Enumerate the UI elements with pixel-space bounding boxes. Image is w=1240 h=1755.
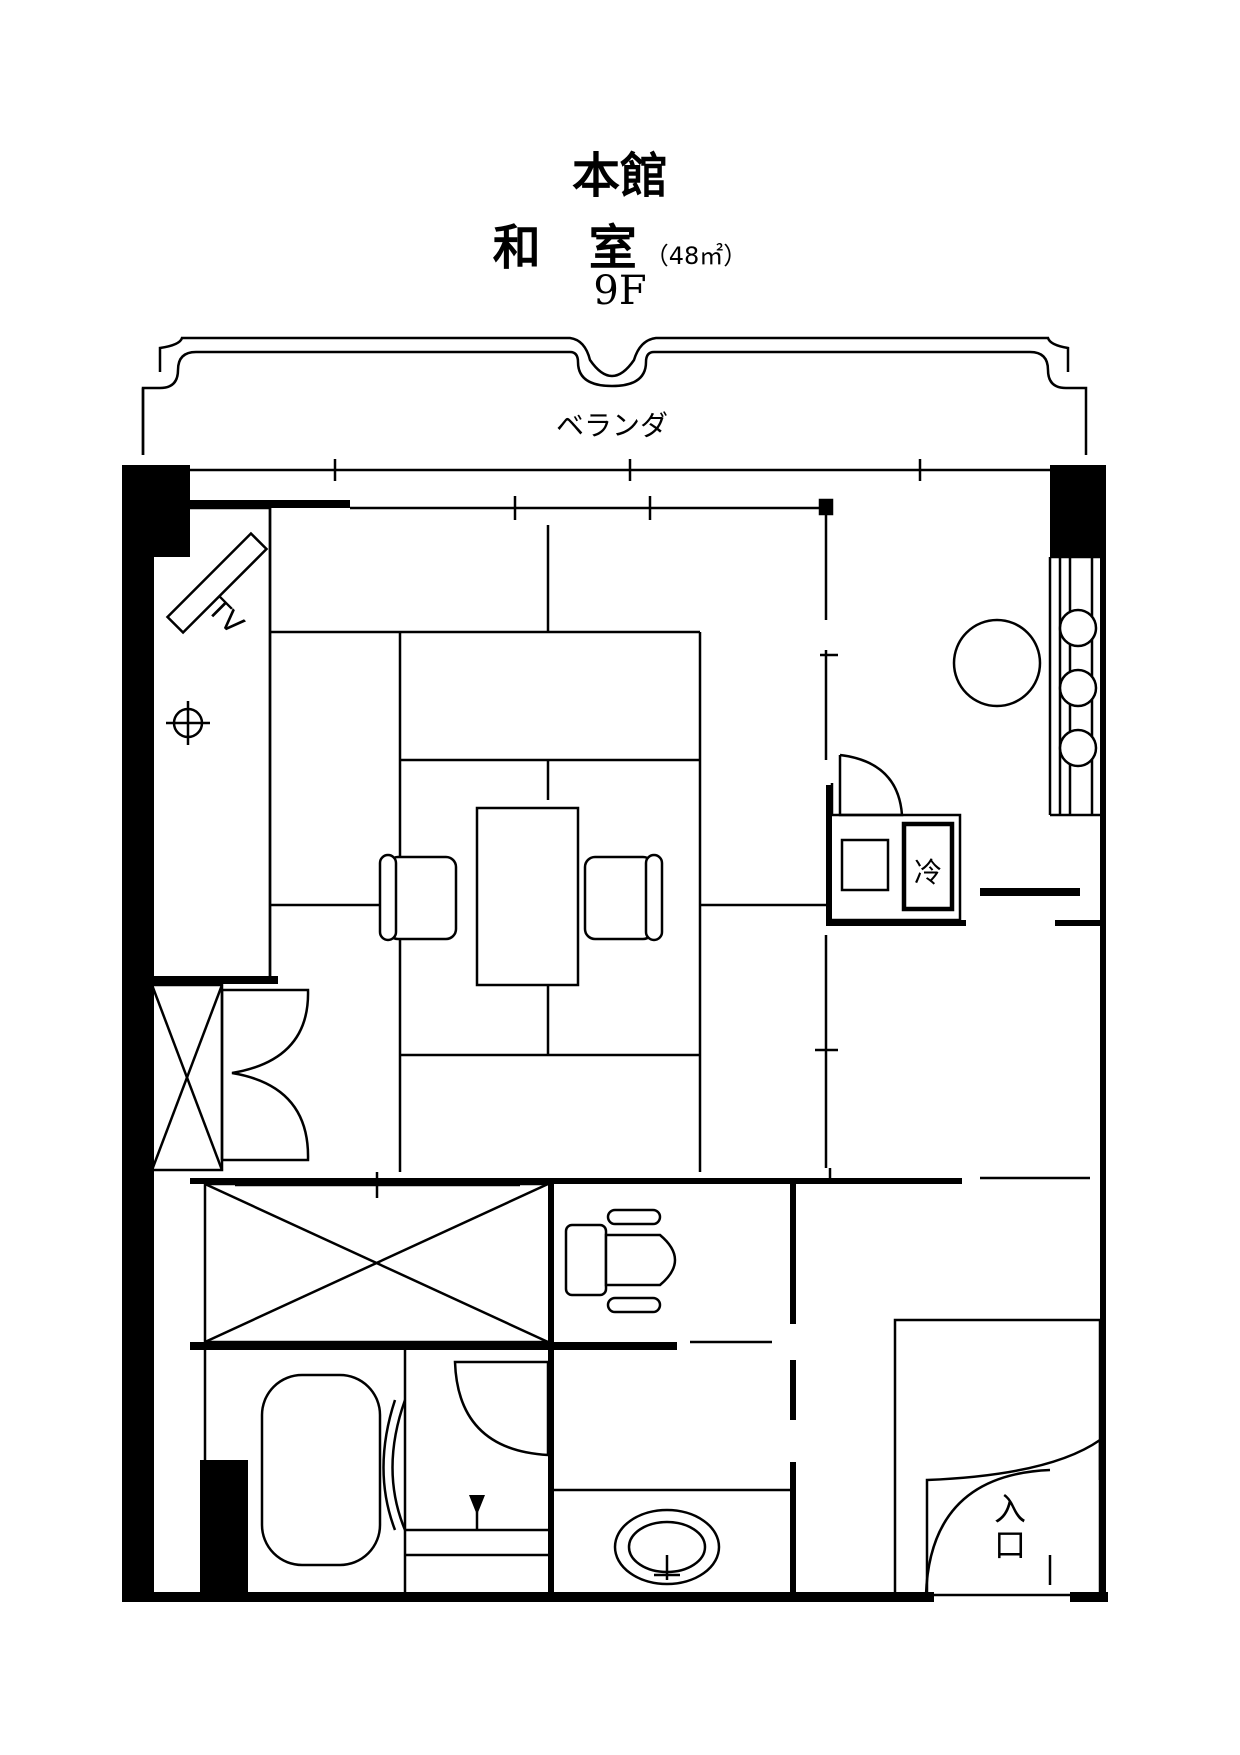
veranda-label: ベランダ — [556, 409, 668, 442]
entrance-label-top: 入 — [994, 1490, 1026, 1528]
fridge-label: 冷 — [914, 856, 942, 889]
room-type: 和 室 — [492, 220, 637, 276]
tatami-table-set — [378, 806, 664, 987]
floor-label: 9F — [593, 268, 647, 314]
kitchenette — [828, 753, 962, 922]
entrance-label-bottom: 口 — [994, 1526, 1026, 1564]
sink-icon — [613, 1508, 721, 1586]
shower-head-icon — [469, 1495, 485, 1530]
veranda — [141, 336, 1088, 455]
building-title: 本館 — [571, 148, 668, 204]
balcony-furniture — [952, 608, 1098, 768]
toilet-icon — [564, 1208, 677, 1314]
room-lines — [150, 459, 1102, 1600]
floor-outlet-icon — [166, 701, 210, 745]
room-type-title: 和 室（48㎡） — [0, 208, 1240, 278]
room-area: （48㎡） — [644, 242, 748, 270]
walls — [122, 465, 1108, 1602]
bathtub-icon — [260, 1373, 382, 1567]
